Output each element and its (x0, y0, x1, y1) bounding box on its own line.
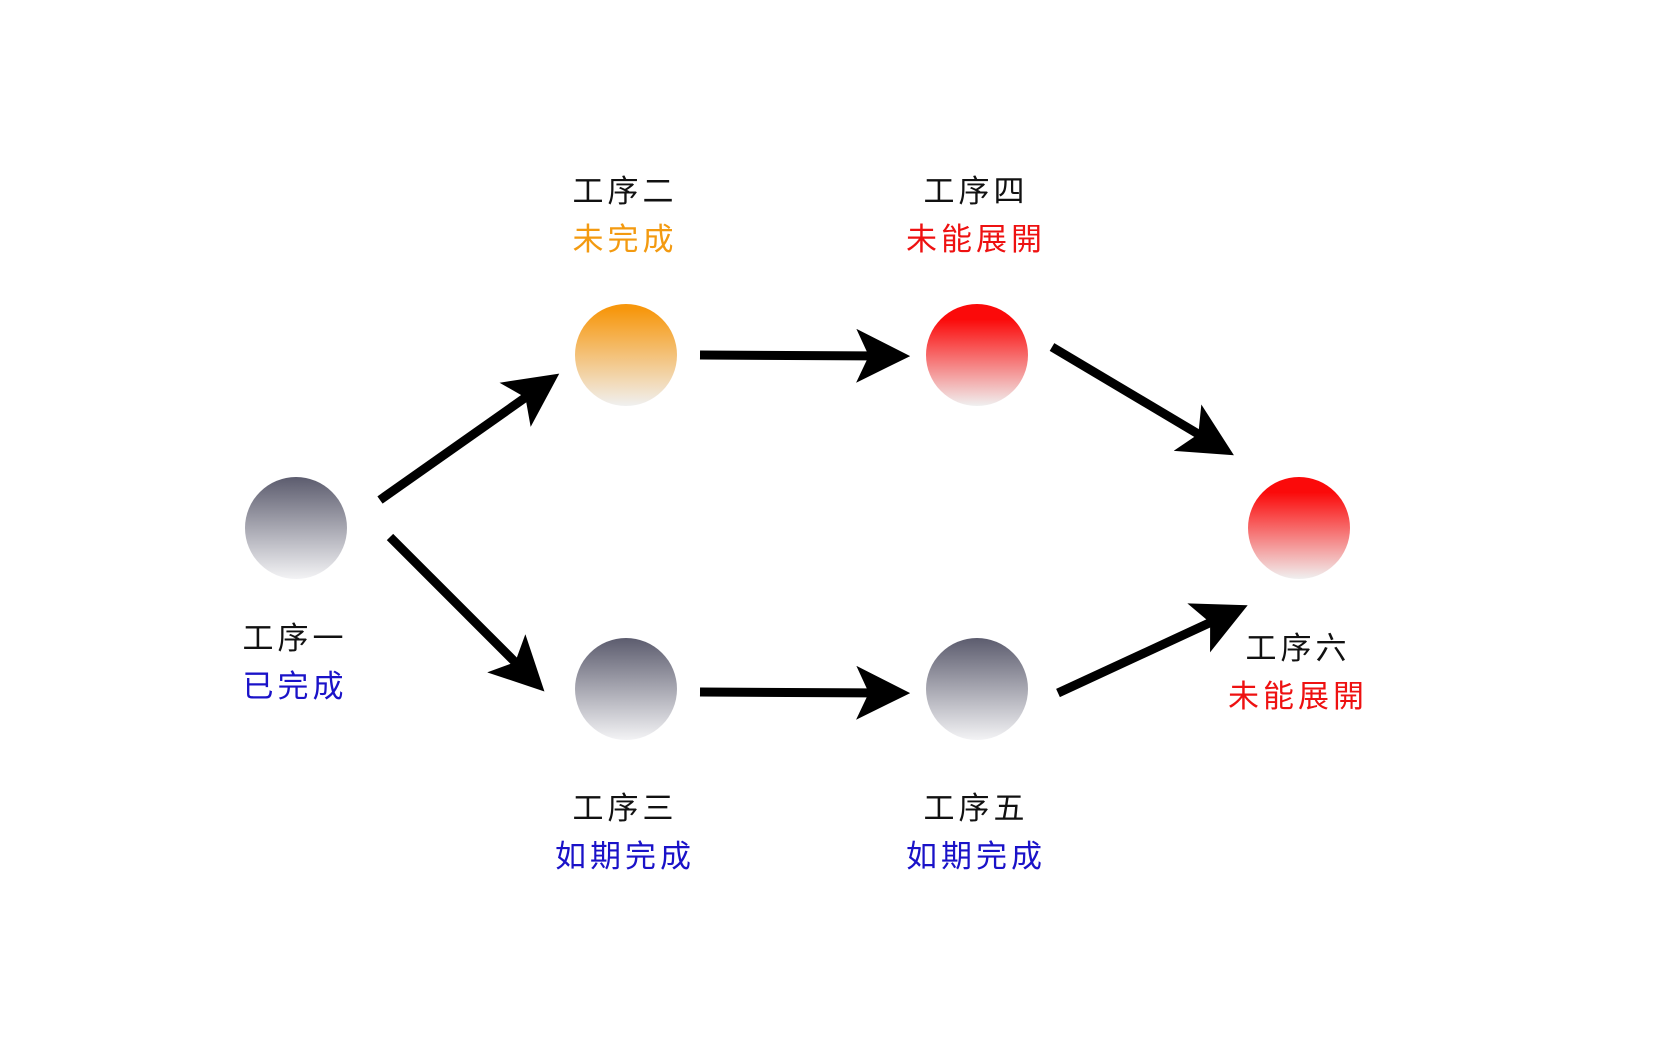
process-status: 未能展開 (906, 222, 1046, 259)
arrow-p1-to-p2 (377, 373, 560, 504)
process-node-2 (575, 304, 677, 406)
process-node-5 (926, 638, 1028, 740)
process-node-1 (245, 477, 347, 579)
process-node-3 (575, 638, 677, 740)
process-label-6: 工序六 未能展開 (1188, 625, 1408, 721)
process-status: 如期完成 (555, 839, 695, 876)
process-status: 如期完成 (906, 839, 1046, 876)
process-label-1: 工序一 已完成 (185, 615, 405, 711)
arrow-p2-to-p4 (699, 328, 911, 383)
process-label-2: 工序二 未完成 (515, 168, 735, 264)
process-status: 已完成 (242, 669, 348, 706)
process-name: 工序一 (242, 621, 348, 657)
process-label-3: 工序三 如期完成 (515, 785, 735, 881)
process-name: 工序六 (1245, 631, 1351, 667)
arrow-p4-to-p6 (1049, 343, 1234, 456)
process-node-6 (1248, 477, 1350, 579)
process-name: 工序三 (572, 791, 678, 827)
process-status: 未能展開 (1228, 679, 1368, 716)
arrow-p3-to-p5 (699, 665, 911, 720)
process-label-4: 工序四 未能展開 (866, 168, 1086, 264)
process-node-4 (926, 304, 1028, 406)
process-name: 工序五 (923, 791, 1029, 827)
arrow-p5-to-p6 (1056, 603, 1248, 698)
arrow-p1-to-p3 (386, 533, 545, 692)
process-name: 工序四 (923, 174, 1029, 210)
process-status: 未完成 (572, 222, 678, 259)
process-label-5: 工序五 如期完成 (866, 785, 1086, 881)
process-name: 工序二 (572, 174, 678, 210)
